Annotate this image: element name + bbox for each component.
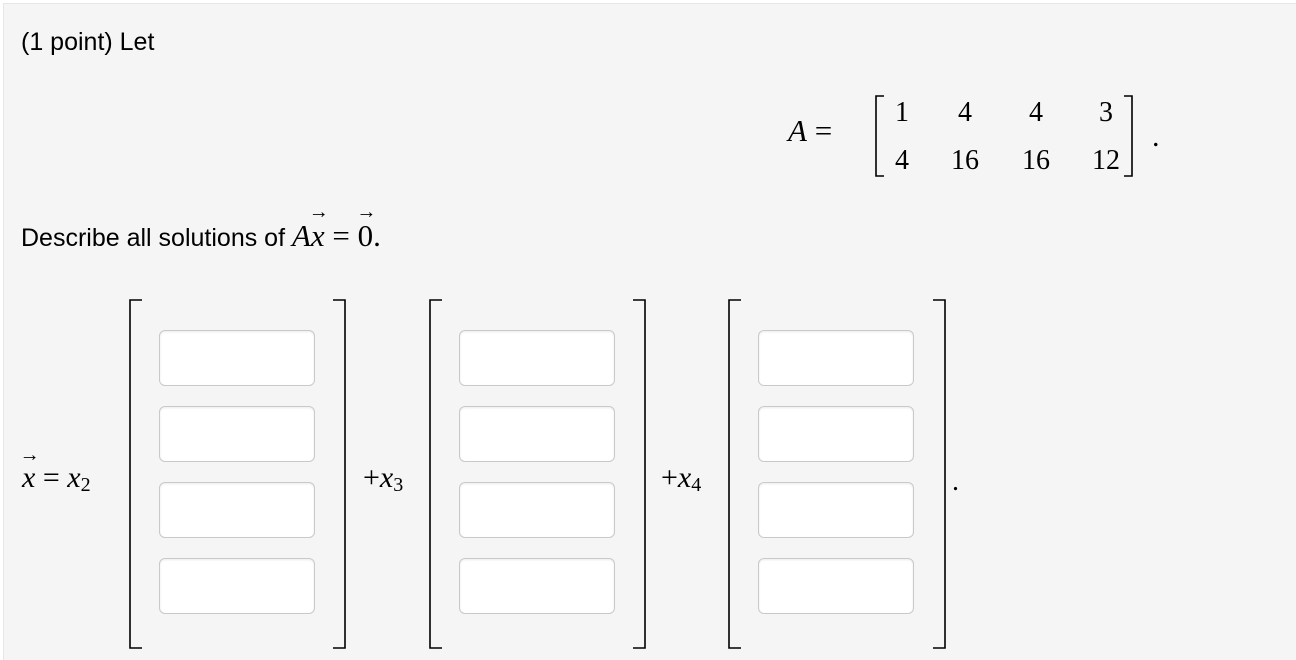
vector-1-left-bracket [129,299,142,649]
matrix-a-label: A = [788,113,832,149]
matrix-a-symbol: A [788,113,807,148]
matrix-a-cell: 4 [958,97,972,128]
plus-sign: + [363,461,380,494]
prompt-x-vector: x→ [309,202,329,254]
vector-3-entry-3-input[interactable] [758,482,914,538]
matrix-a-cell: 4 [1029,97,1043,128]
vector-2-entry-2-input[interactable] [459,406,615,462]
vector-arrow-icon: → [308,201,329,223]
vector-2-entry-4-input[interactable] [459,558,615,614]
vector-3-entry-1-input[interactable] [758,330,914,386]
coefficient-x3: +x3 [363,461,403,497]
matrix-a-cell: 4 [895,145,909,176]
vector-arrow-icon: → [19,444,40,466]
vector-1-entry-3-input[interactable] [159,482,315,538]
matrix-a-period: . [1152,120,1160,153]
solution-x: x [22,461,36,494]
solution-period: . [952,466,959,497]
solution-equals: = [35,461,68,494]
problem-label: (1 point) Let [21,28,155,56]
matrix-a-cell: 12 [1092,145,1120,176]
prompt-zero-vector: 0→ [356,202,376,254]
coefficient-sub: 3 [393,474,404,496]
vector-1-entry-2-input[interactable] [159,406,315,462]
coefficient-sub: 4 [691,474,702,496]
matrix-a-cell: 3 [1099,97,1113,128]
prompt-equals: = [324,218,358,253]
vector-2-left-bracket [429,299,442,649]
coefficient-x4: +x4 [661,461,701,497]
vector-arrow-icon: → [356,201,377,223]
prompt-period: . [373,218,381,253]
matrix-a-cell: 16 [951,145,979,176]
vector-3-entry-4-input[interactable] [758,558,914,614]
solution-sub-2: 2 [80,474,91,496]
vector-1-entry-4-input[interactable] [159,558,315,614]
vector-1-entry-1-input[interactable] [159,330,315,386]
solution-var-x2: x [67,461,81,494]
vector-2-entry-1-input[interactable] [459,330,615,386]
coefficient-var: x [677,461,692,494]
vector-1-right-bracket [333,299,346,649]
prompt-zero: 0 [357,218,374,253]
matrix-a-right-bracket [1124,95,1133,177]
prompt-x: x [310,218,325,253]
matrix-a-cell: 16 [1022,145,1050,176]
matrix-a-left-bracket [875,95,884,177]
vector-3-left-bracket [728,299,741,649]
problem-prompt: Describe all solutions of Ax→ = 0→. [21,202,381,254]
solution-x-vector: x→ [20,445,40,495]
vector-3-entry-2-input[interactable] [758,406,914,462]
prompt-text: Describe all solutions of [21,224,292,252]
coefficient-var: x [379,461,394,494]
prompt-a: A [291,218,311,253]
solution-lhs: x→ = x2 [20,445,91,497]
vector-2-entry-3-input[interactable] [459,482,615,538]
vector-3-right-bracket [933,299,946,649]
matrix-a-equals: = [806,113,833,148]
matrix-a-cell: 1 [895,97,909,128]
vector-2-right-bracket [633,299,646,649]
plus-sign: + [661,461,678,494]
